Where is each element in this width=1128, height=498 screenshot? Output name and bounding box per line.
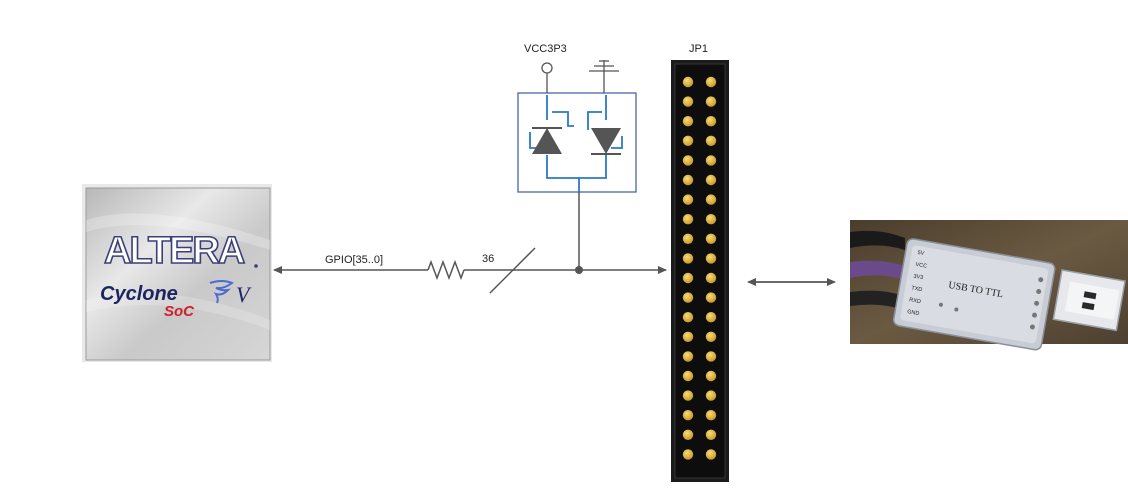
header-pin xyxy=(705,410,717,421)
header-pin xyxy=(705,429,717,440)
gpio-bus: GPIO[35..0] 36 xyxy=(273,247,667,294)
header-pin xyxy=(682,410,694,421)
fpga-chip: ALTERA Cyclone V SoC xyxy=(82,184,272,362)
header-pin xyxy=(682,272,694,284)
header-pin xyxy=(682,331,694,342)
soc-text: SoC xyxy=(164,303,195,320)
header-pin xyxy=(705,370,717,382)
header-pin xyxy=(705,76,717,88)
header-pin xyxy=(682,253,694,264)
vcc-terminal-icon xyxy=(541,62,553,74)
usb-plug xyxy=(1052,269,1126,332)
header-pin xyxy=(705,312,717,323)
header-pin xyxy=(682,292,694,303)
altera-logo-text: ALTERA xyxy=(104,230,245,272)
header-pin xyxy=(705,155,717,166)
header-pin xyxy=(682,96,694,107)
ground-icon xyxy=(589,60,619,93)
jp1-label: JP1 xyxy=(689,43,708,55)
header-pin xyxy=(682,370,694,382)
header-pin xyxy=(705,331,717,342)
registered-mark-icon xyxy=(254,264,258,268)
header-pin xyxy=(705,174,717,186)
cyclone-logo-text: Cyclone xyxy=(100,283,178,305)
header-pin xyxy=(682,76,694,88)
vcc-label: VCC3P3 xyxy=(524,43,567,55)
bus-width-slash xyxy=(489,247,536,294)
header-pin xyxy=(705,194,717,205)
diode-down-icon xyxy=(591,128,621,155)
header-pin xyxy=(705,233,717,244)
usb-pin-label: 5V xyxy=(917,250,925,257)
header-pin xyxy=(705,214,717,225)
header-pin xyxy=(682,214,694,225)
usb-pin-label: VCC xyxy=(915,262,928,270)
diode-up-icon xyxy=(532,127,562,154)
protection-box xyxy=(517,92,637,193)
header-pin xyxy=(682,351,694,362)
cyclone-swirl-icon xyxy=(209,280,235,304)
usb-pin-label: RXD xyxy=(909,297,922,305)
header-pin xyxy=(705,449,717,460)
usb-pin-label: 3V3 xyxy=(913,274,924,282)
header-pin xyxy=(705,351,717,362)
header-pin xyxy=(705,272,717,284)
header-pin xyxy=(705,96,717,107)
jp1-header: JP1 xyxy=(671,43,729,482)
usb-pin-label: GND xyxy=(907,309,920,317)
header-pin xyxy=(705,116,717,127)
header-pin xyxy=(682,312,694,323)
header-pin xyxy=(682,449,694,460)
header-pin xyxy=(705,253,717,264)
header-pin xyxy=(682,174,694,186)
header-pin xyxy=(705,292,717,303)
usb-pin-label: TXD xyxy=(911,285,923,293)
header-pin xyxy=(682,155,694,166)
gpio-signal-label: GPIO[35..0] xyxy=(325,254,383,266)
header-pin xyxy=(705,135,717,146)
header-pin xyxy=(682,194,694,205)
series-resistor xyxy=(427,259,465,281)
header-pin-grid xyxy=(682,76,717,460)
header-pin xyxy=(682,233,694,244)
esd-protection: VCC3P3 xyxy=(517,43,637,270)
header-pin xyxy=(682,135,694,146)
header-pin xyxy=(705,390,717,401)
bus-width-label: 36 xyxy=(482,253,494,265)
header-pin xyxy=(682,429,694,440)
cyclone-generation-text: V xyxy=(236,282,252,307)
header-pin xyxy=(682,116,694,127)
header-pin xyxy=(682,390,694,401)
